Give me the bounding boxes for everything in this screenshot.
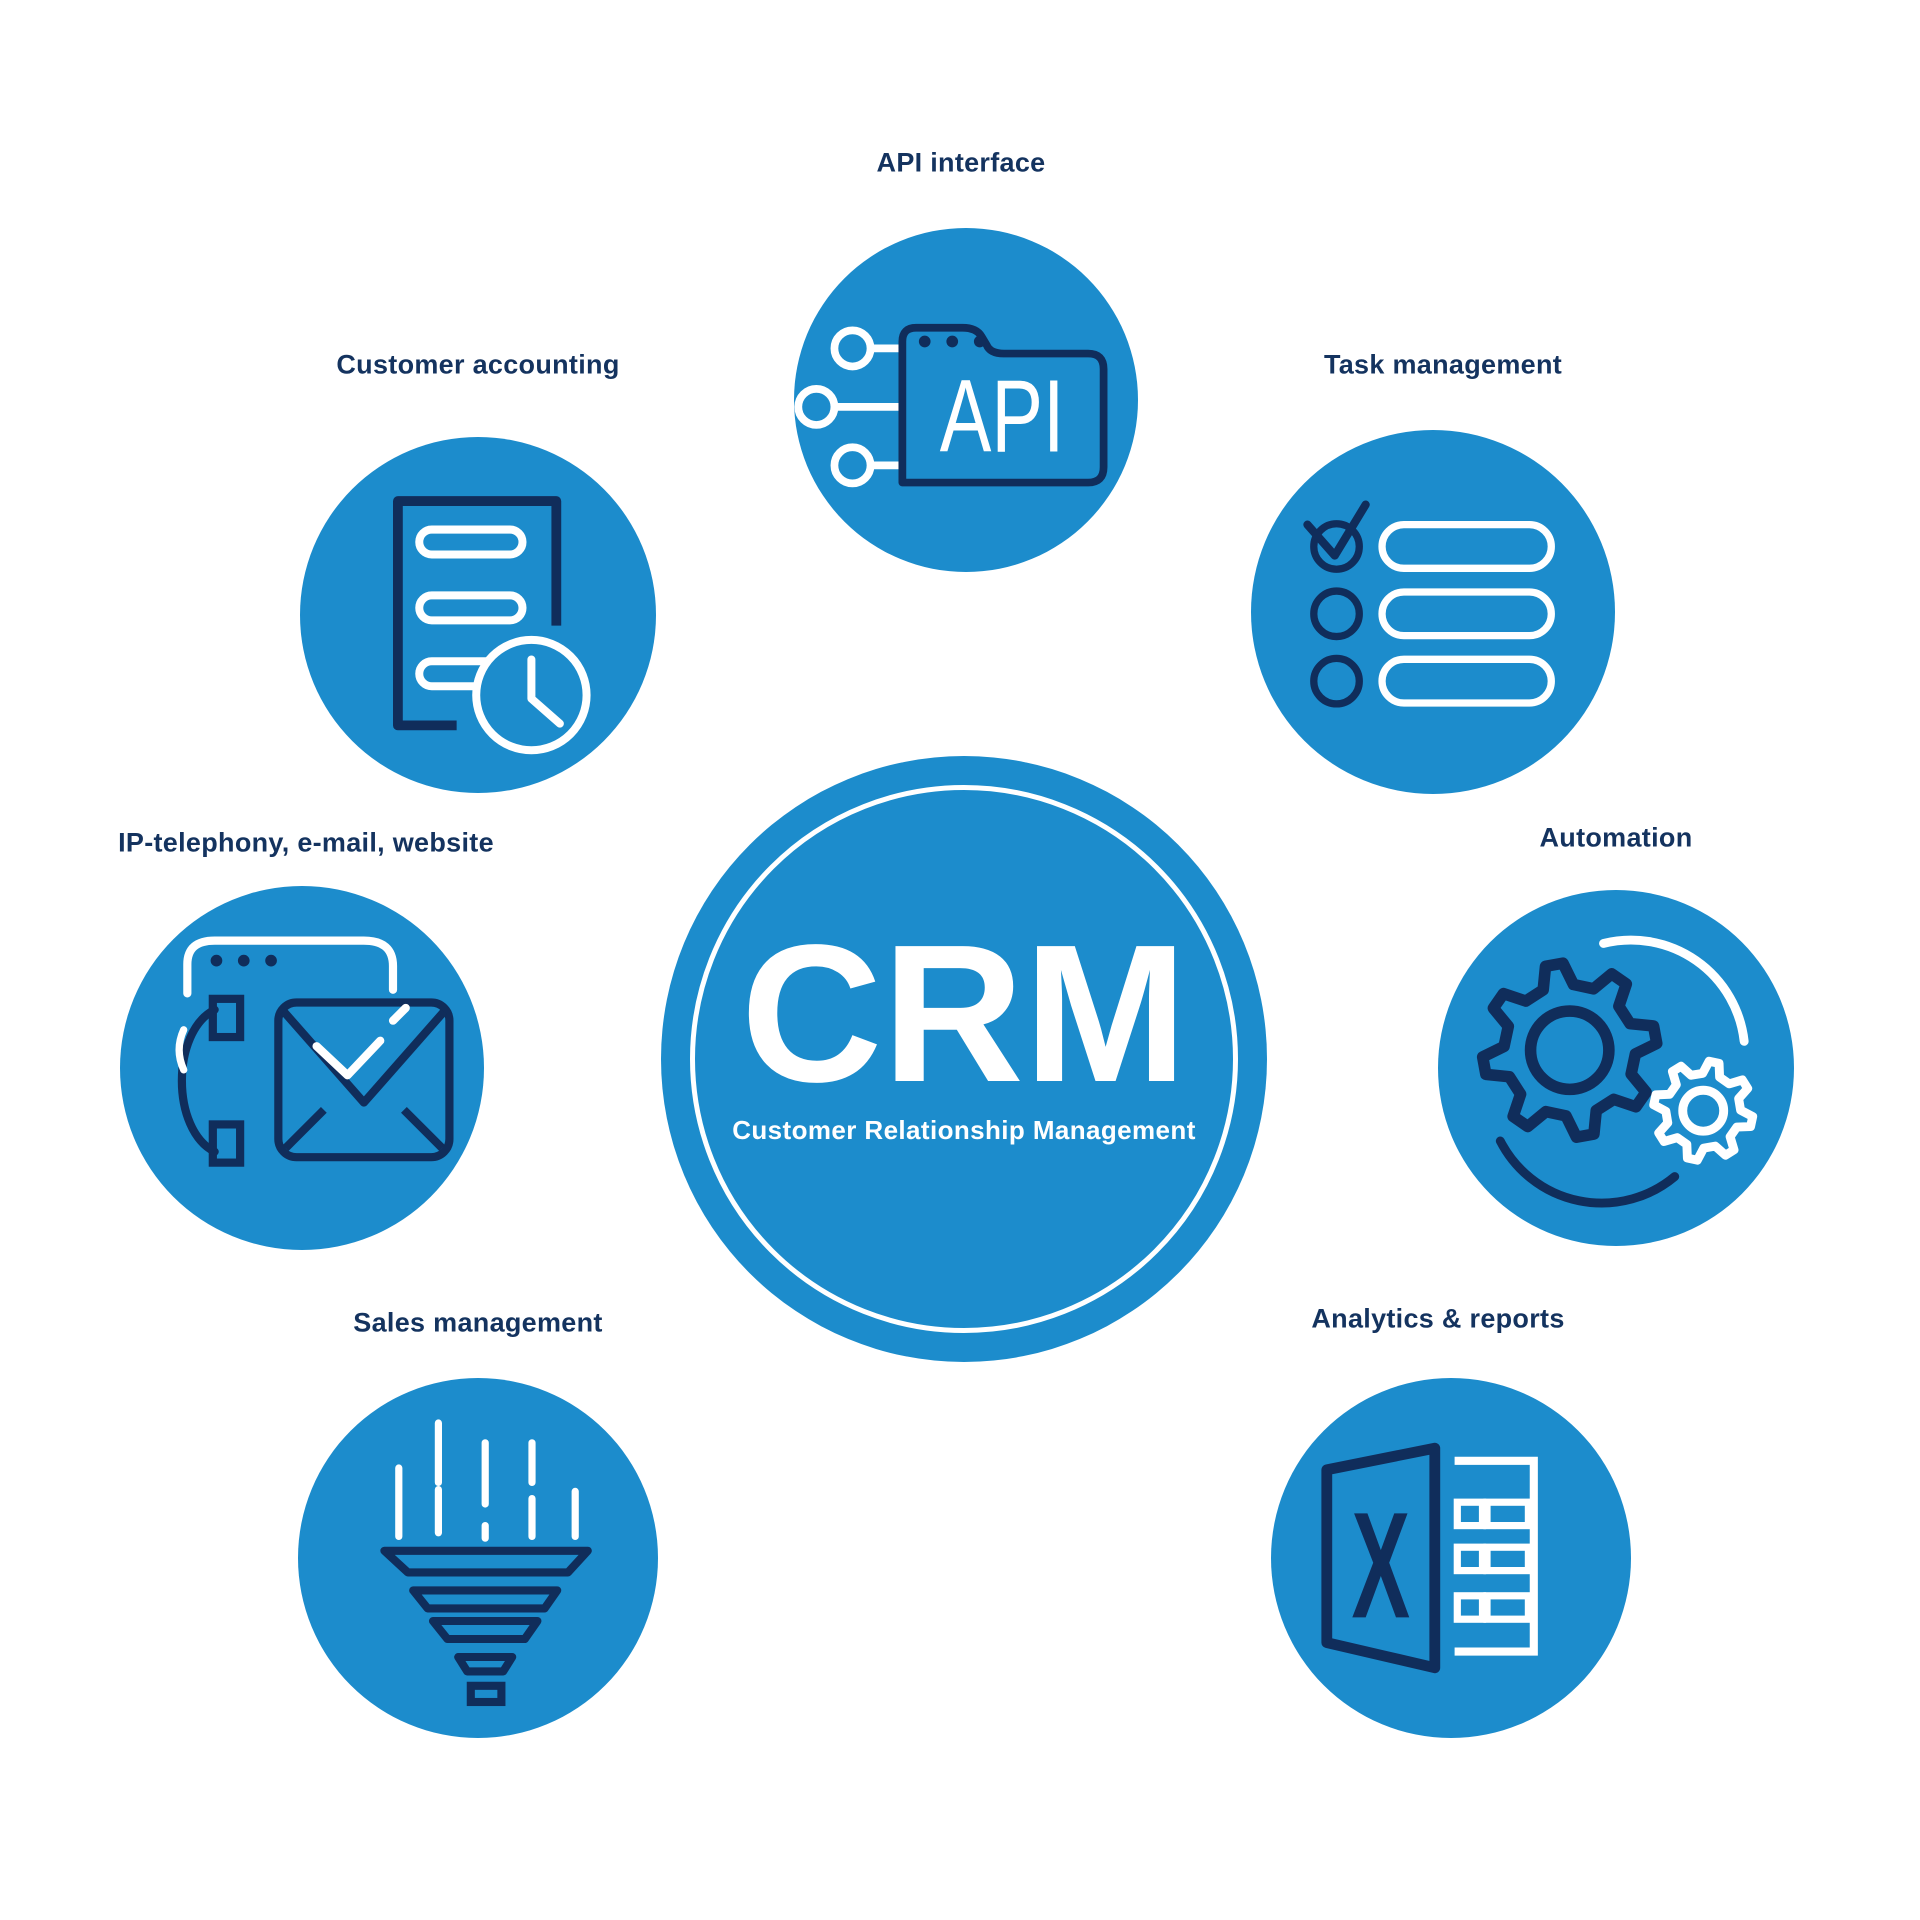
node-task-management: [1251, 430, 1615, 794]
label-sales-management: Sales management: [353, 1307, 603, 1338]
sales-funnel-icon: [380, 1419, 592, 1707]
checklist-icon: [1303, 500, 1555, 708]
phone-icon: [208, 994, 245, 1042]
large-gear-icon: [1476, 957, 1663, 1144]
label-customer-accounting: Customer accounting: [336, 349, 620, 380]
label-automation: Automation: [1539, 822, 1693, 853]
label-ip-telephony: IP-telephony, e-mail, website: [118, 827, 494, 858]
label-analytics-reports: Analytics & reports: [1311, 1303, 1565, 1334]
phone-mail-browser-icon: [175, 936, 454, 1167]
gears-icon: [1476, 935, 1758, 1208]
small-gear-icon: [1649, 1056, 1758, 1165]
api-icon-text: API: [940, 359, 1065, 474]
api-folder-icon: API: [794, 323, 1108, 488]
node-ip-telephony: [120, 886, 484, 1250]
crm-subtitle: Customer Relationship Management: [732, 1115, 1196, 1145]
label-api-interface: API interface: [876, 147, 1046, 178]
excel-x-text: X: [1352, 1482, 1410, 1651]
envelope-icon: [274, 998, 454, 1162]
node-api-interface: API: [794, 228, 1138, 572]
crm-center-node: CRM Customer Relationship Management: [661, 756, 1267, 1362]
document-clock-icon: [393, 496, 591, 755]
center-ring: [690, 785, 1238, 1333]
browser-icon: [183, 936, 398, 998]
check-icon: [1303, 500, 1370, 560]
crm-title: CRM: [740, 904, 1188, 1123]
label-task-management: Task management: [1323, 349, 1563, 380]
check-icon: [312, 1036, 385, 1080]
node-sales-management: [298, 1378, 658, 1738]
spreadsheet-x-icon: X: [1321, 1442, 1538, 1674]
node-automation: [1438, 890, 1794, 1246]
node-customer-accounting: [300, 437, 656, 793]
node-analytics-reports: X: [1271, 1378, 1631, 1738]
